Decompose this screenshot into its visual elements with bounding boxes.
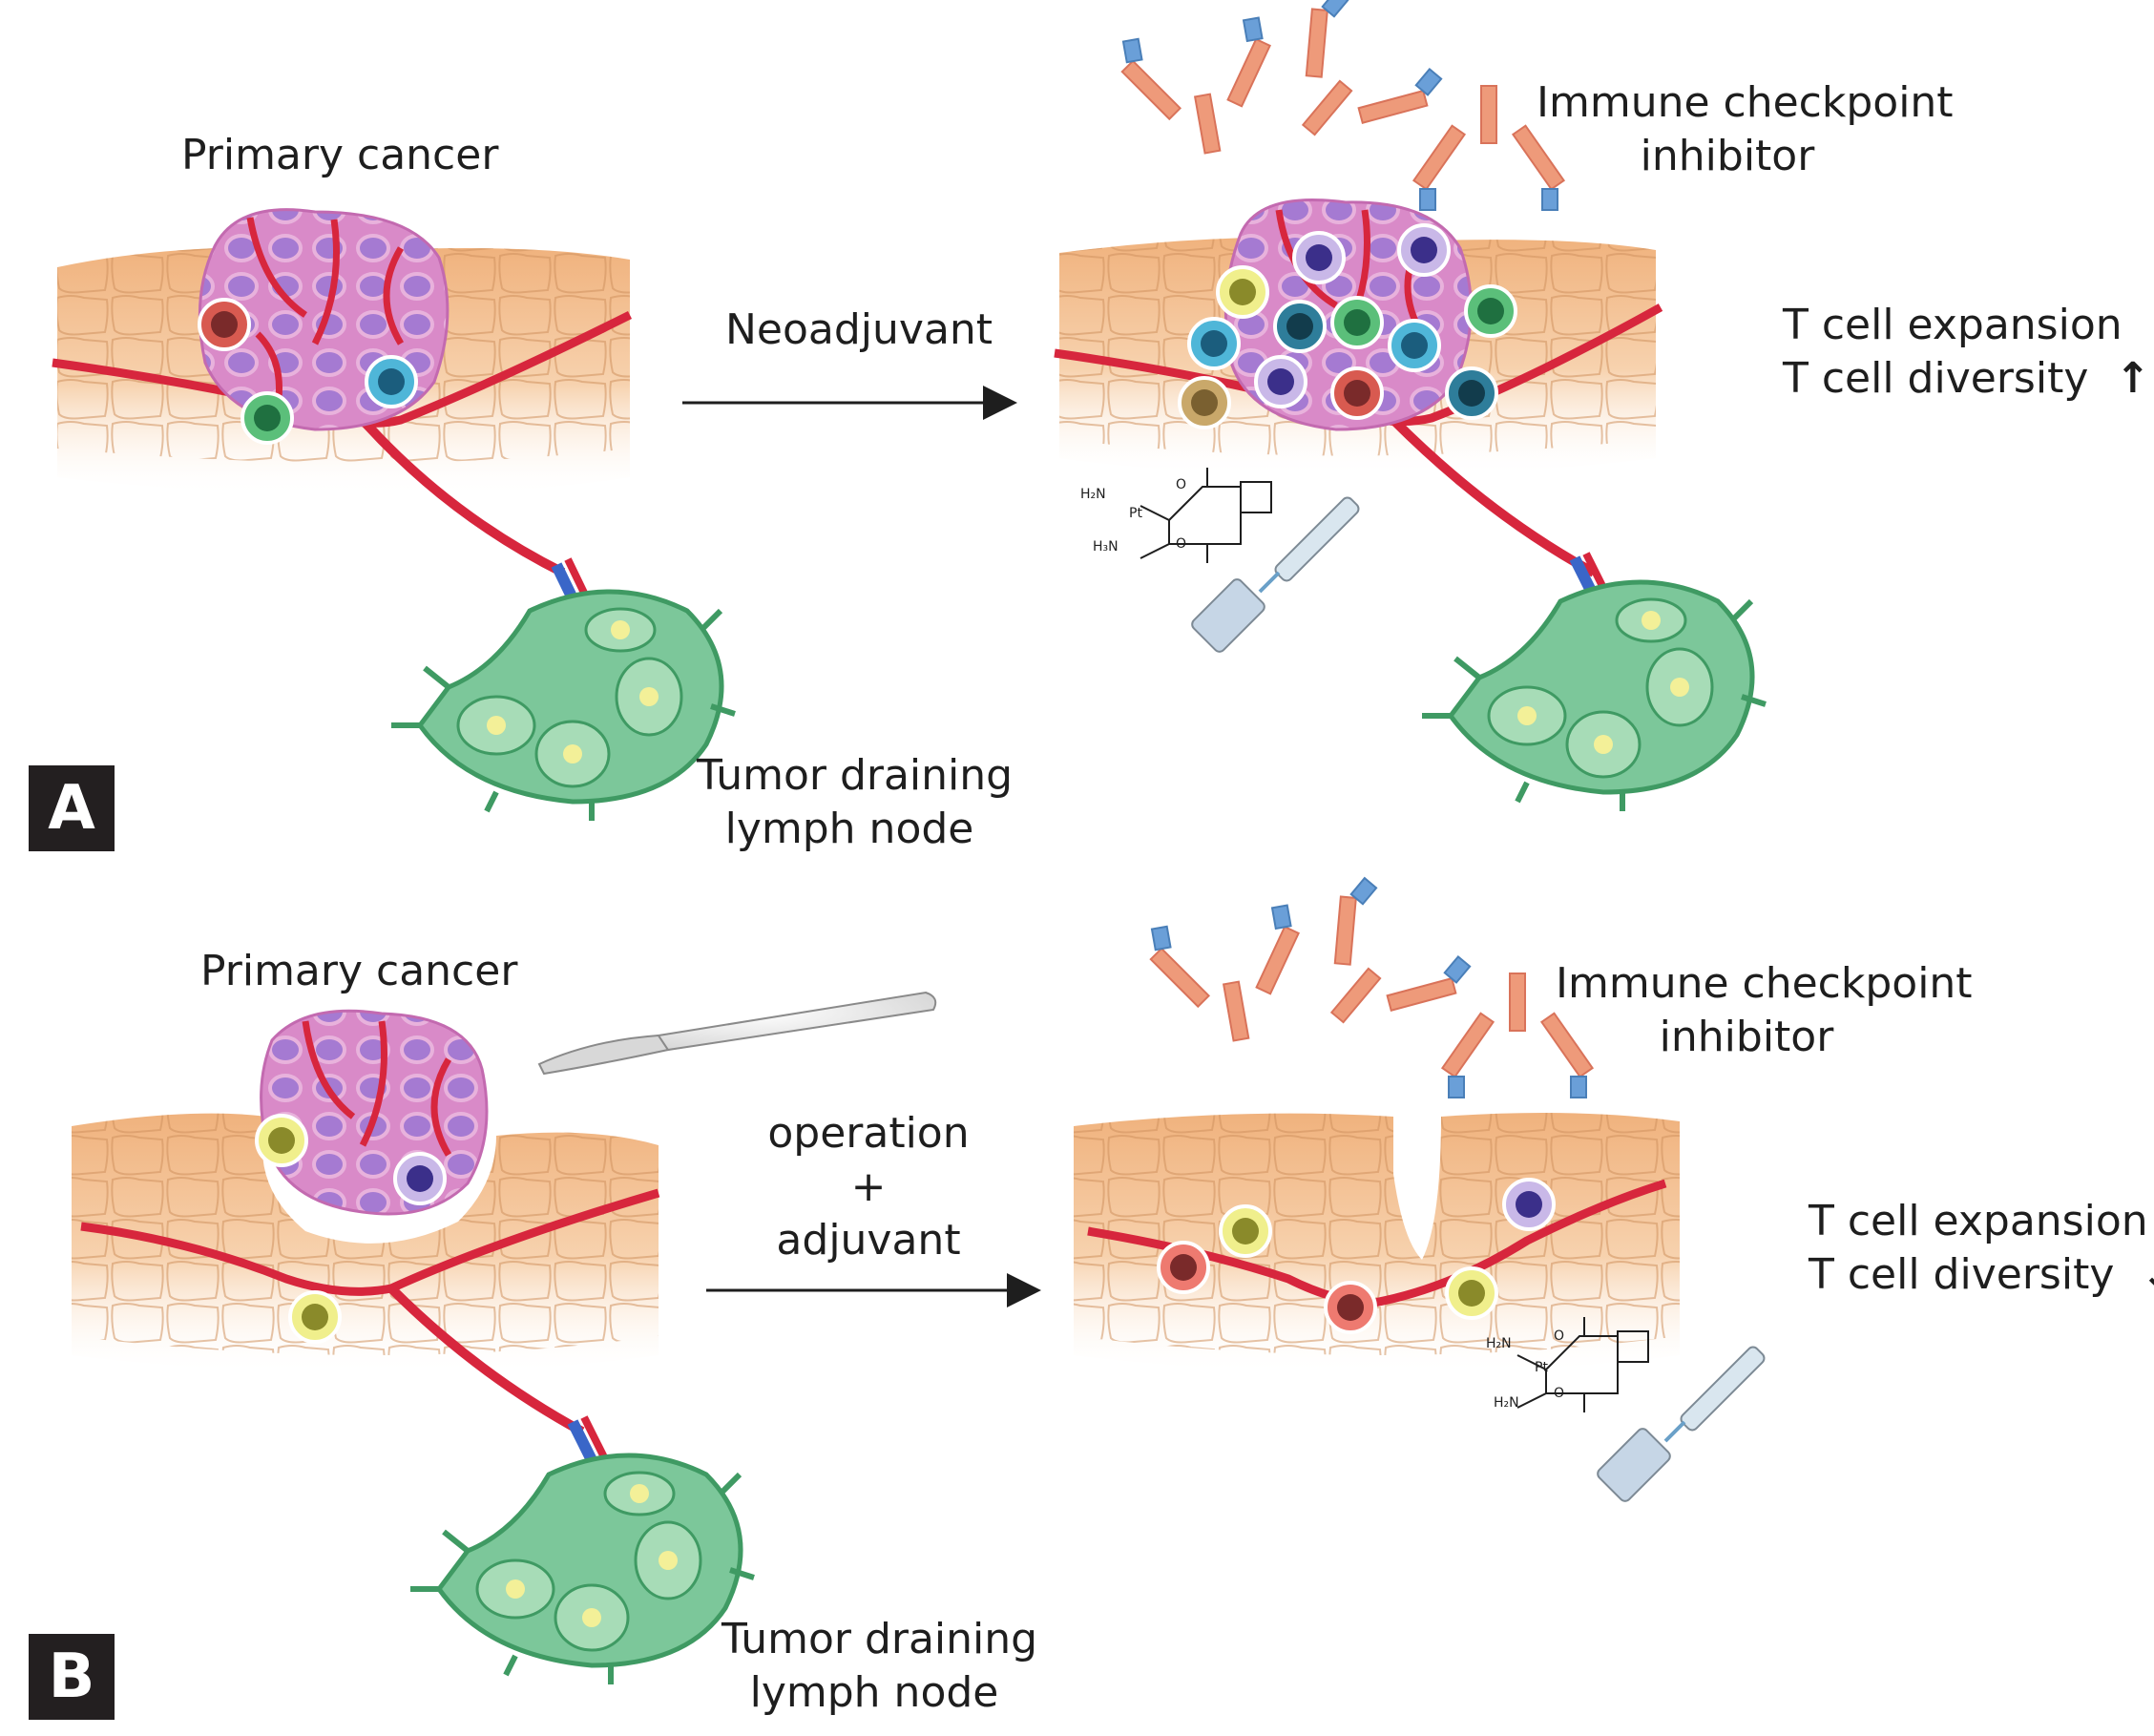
panel-b-ici-label: Immune checkpoint inhibitor (1556, 957, 1973, 1064)
panel-b-arrow-line3: adjuvant (776, 1216, 961, 1265)
panel-b-tcells-left (255, 1114, 447, 1344)
panel-b-lymph-node-left (410, 1453, 755, 1684)
panel-a-drug-o1: O (1176, 477, 1187, 492)
panel-a-badge: A (29, 765, 115, 851)
panel-a-lymph-node-left (391, 589, 736, 821)
panel-a-up-arrow-icon: ↑ (2149, 299, 2154, 352)
panel-a-lymph-node-right (1422, 579, 1767, 811)
panel-a-up-arrow-icon-2: ↑ (2115, 354, 2151, 403)
panel-b-tissue-left (72, 1113, 659, 1374)
panel-b-stats: T cell expansion↓ T cell diversity↓ (1809, 1195, 2154, 1302)
panel-b-tcells-right (1157, 1178, 1556, 1334)
panel-b-syringe-icon (1597, 1346, 1766, 1502)
panel-b-drug-n1: H₂N (1486, 1336, 1512, 1351)
panel-a-stats: T cell expansion ↑ T cell diversity ↑ (1783, 299, 2154, 406)
panel-a-drug-n2: H₃N (1093, 539, 1119, 554)
panel-b-drug-structure (1516, 1317, 1649, 1412)
panel-b-drug-o2: O (1554, 1386, 1565, 1401)
panel-a-lymph-line2: lymph node (724, 805, 974, 853)
panel-a-primary-label: Primary cancer (181, 131, 499, 179)
panel-a-antibodies (1120, 0, 1566, 211)
panel-b-arrow-label: operation + adjuvant (744, 1107, 993, 1267)
panel-b-primary-label: Primary cancer (200, 947, 518, 995)
panel-a-stat-diversity: T cell diversity (1783, 354, 2089, 403)
panel-b-arrow-line1: operation (767, 1109, 970, 1158)
panel-b-drug-o1: O (1554, 1328, 1565, 1344)
panel-b-stat-diversity: T cell diversity (1809, 1250, 2115, 1299)
panel-a-drug-pt: Pt (1129, 506, 1142, 521)
panel-b-vessel-left (80, 1188, 660, 1482)
panel-b-drug-n2: H₂N (1494, 1395, 1519, 1411)
panel-a-lymph-line1: Tumor draining (697, 751, 1014, 800)
panel-b-down-arrow-icon-2: ↓ (2141, 1248, 2154, 1302)
panel-a-ici-label: Immune checkpoint inhibitor (1537, 76, 1954, 183)
panel-b-ici-line1: Immune checkpoint (1556, 959, 1973, 1008)
panel-b-lymph-line1: Tumor draining (721, 1615, 1038, 1663)
panel-a-arrow-label: Neoadjuvant (725, 305, 993, 354)
panel-b-ici-line2: inhibitor (1659, 1013, 1834, 1061)
panel-a-tcells-left (198, 298, 418, 445)
panel-a-drug-o2: O (1176, 536, 1187, 552)
panel-b-badge: B (29, 1634, 115, 1720)
panel-a-lymph-label: Tumor draining lymph node (697, 749, 1014, 856)
panel-b-lymph-label: Tumor draining lymph node (721, 1613, 1038, 1720)
panel-a-syringe-icon (1191, 496, 1360, 653)
panel-a-ici-line2: inhibitor (1640, 132, 1815, 180)
panel-a-tcells-right (1178, 223, 1517, 429)
panel-b-arrow-line2: + (850, 1162, 887, 1211)
panel-a-drug-n1: H₂N (1080, 487, 1106, 502)
panel-b-stat-expansion: T cell expansion (1809, 1197, 2148, 1245)
panel-a-ici-line1: Immune checkpoint (1537, 78, 1954, 127)
panel-b-drug-pt: Pt (1535, 1360, 1548, 1375)
scalpel-icon (537, 991, 937, 1076)
panel-a-drug-structure (1140, 468, 1272, 563)
panel-b-antibodies (1149, 876, 1595, 1098)
panel-a-stat-expansion: T cell expansion (1783, 301, 2123, 349)
panel-b-lymph-line2: lymph node (749, 1668, 999, 1717)
panel-b-tumor-left (260, 1009, 489, 1216)
